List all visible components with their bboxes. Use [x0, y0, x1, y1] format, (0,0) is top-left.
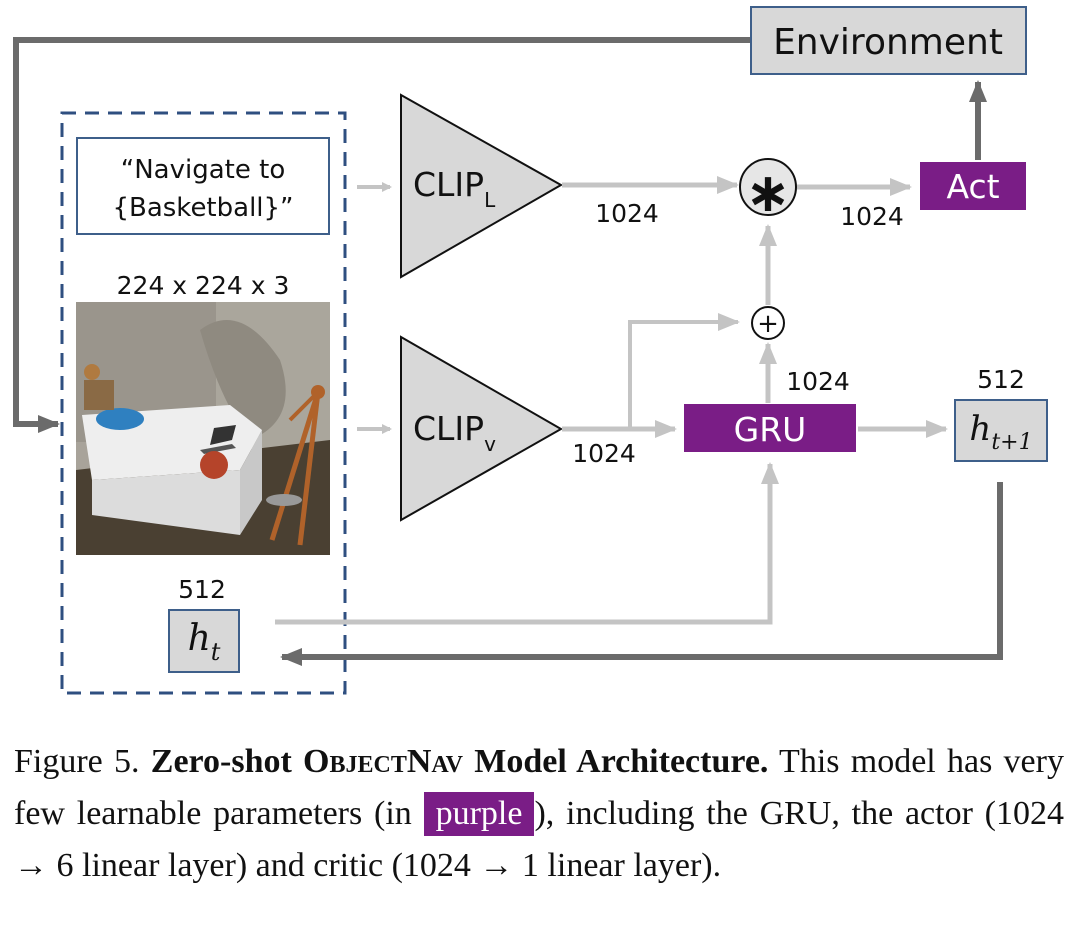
clip-v-to-add-arrow — [628, 313, 740, 429]
instruction-line-2: {Basketball}” — [112, 193, 293, 223]
act-block — [920, 162, 1026, 210]
instruction-box — [76, 137, 330, 235]
gru-top-dim: 1024 — [786, 367, 850, 396]
caption-bold-smallcaps: ObjectNav — [303, 743, 463, 780]
environment-box — [750, 6, 1027, 75]
figure-caption: Figure 5. Zero-shot ObjectNav Model Arch… — [14, 736, 1064, 892]
h-next-box — [954, 399, 1048, 462]
h-t-to-gru-arrow — [275, 462, 779, 625]
instruction-line-1: “Navigate to — [121, 155, 285, 185]
multiply-op — [739, 158, 797, 216]
caption-prefix: Figure 5. — [14, 743, 151, 780]
h-t-label: ht — [188, 618, 221, 666]
add-symbol: + — [757, 309, 779, 339]
h-next-label: ht+1 — [969, 409, 1032, 455]
caption-bold-a: Zero-shot — [150, 743, 304, 780]
h-next-to-h-t-arrow — [280, 482, 1003, 666]
h-next-dim-label: 512 — [977, 365, 1025, 394]
clip-v-block — [400, 335, 564, 522]
multiply-symbol: ∗ — [745, 161, 790, 224]
multiply-out-dim: 1024 — [840, 202, 904, 231]
clip-v-out-dim: 1024 — [572, 439, 636, 468]
input-group-dashed-box — [60, 111, 347, 695]
clip-l-label: CLIPL — [413, 165, 496, 212]
environment-label: Environment — [773, 22, 1003, 63]
image-dims-label: 224 x 224 x 3 — [117, 271, 290, 300]
gru-label: GRU — [734, 410, 807, 449]
caption-purple-chip: purple — [423, 792, 535, 836]
h-t-box — [168, 609, 240, 673]
clip-l-block — [400, 93, 564, 279]
clip-l-out-dim: 1024 — [595, 199, 659, 228]
add-op — [751, 306, 785, 340]
caption-text-b: ), including the GRU, the actor (1024 → … — [14, 795, 1064, 884]
caption-text-a: This model has very few learnable parame… — [14, 743, 1064, 832]
architecture-diagram: “Navigate to {Basketball}” 224 x 224 x 3… — [13, 6, 1048, 695]
observation-image — [76, 302, 330, 555]
act-label: Act — [946, 167, 999, 206]
environment-feedback-arrow — [13, 37, 750, 433]
caption-bold-b: Model Architecture. — [462, 743, 769, 780]
gru-block — [684, 404, 856, 452]
clip-v-label: CLIPv — [413, 409, 496, 456]
h-t-dim-label: 512 — [178, 575, 226, 604]
